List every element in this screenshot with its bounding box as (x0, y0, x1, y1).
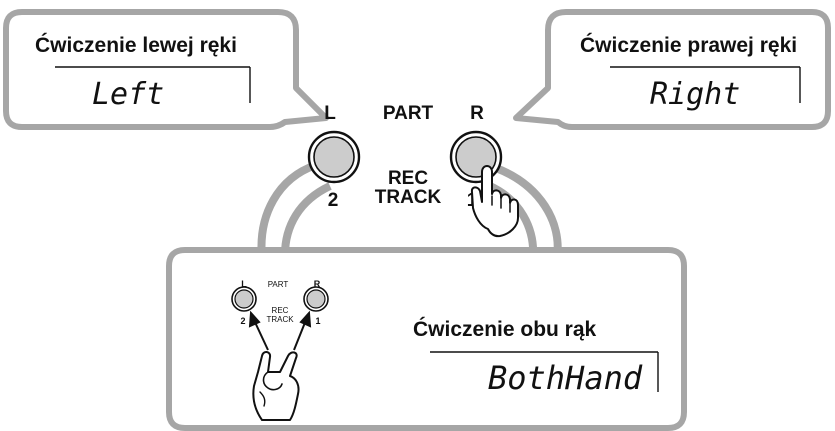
left-arrow-head (248, 310, 261, 328)
left-callout-bubble (3, 9, 329, 130)
right-practice-callout: Ćwiczenie prawej ręki Right (513, 9, 831, 130)
both-callout-title: Ćwiczenie obu rąk (413, 317, 597, 341)
left-press-arrow (253, 319, 269, 351)
mini-rec-label: REC (272, 306, 289, 315)
press-arrows (248, 310, 312, 351)
right-callout-bubble (513, 9, 831, 130)
right-button-label: R (470, 103, 484, 124)
right-callout-title: Ćwiczenie prawej ręki (580, 33, 797, 57)
mini-right-part-button[interactable] (303, 286, 329, 312)
track-label: TRACK (375, 187, 442, 208)
right-lcd-text: Right (650, 77, 740, 112)
mini-left-part-button[interactable] (231, 286, 257, 312)
right-part-button[interactable] (449, 130, 503, 184)
right-arrow-head (299, 310, 312, 328)
left-button-label: L (324, 103, 336, 124)
left-lcd-text: Left (92, 77, 164, 112)
left-callout-title: Ćwiczenie lewej ręki (35, 33, 237, 57)
both-hands-callout: L PART R REC TRACK 2 1 (166, 247, 687, 431)
part-button-panel: L PART R REC TRACK 2 1 (307, 103, 503, 211)
mini-left-track-number: 2 (240, 316, 245, 326)
right-press-arrow (293, 319, 307, 351)
both-lcd-text: BothHand (488, 359, 643, 397)
right-connector-outer (494, 164, 562, 259)
two-finger-hand-icon (252, 351, 300, 421)
rec-label: REC (388, 168, 428, 189)
part-label: PART (383, 103, 434, 124)
left-part-button[interactable] (307, 130, 361, 184)
left-practice-callout: Ćwiczenie lewej ręki Left (3, 9, 329, 130)
left-lcd-display: Left (55, 66, 251, 112)
mini-left-button-label: L (241, 279, 247, 289)
mini-part-label: PART (268, 280, 289, 289)
left-track-number: 2 (328, 190, 339, 211)
one-finger-hand-icon (470, 165, 519, 238)
right-lcd-display: Right (610, 66, 801, 112)
mini-right-track-number: 1 (315, 316, 320, 326)
left-connector-outer (257, 161, 318, 259)
mini-button-panel: L PART R REC TRACK 2 1 (231, 279, 329, 326)
mini-track-label: TRACK (266, 315, 294, 324)
mini-right-button-label: R (314, 279, 321, 289)
both-lcd-display: BothHand (430, 351, 659, 397)
